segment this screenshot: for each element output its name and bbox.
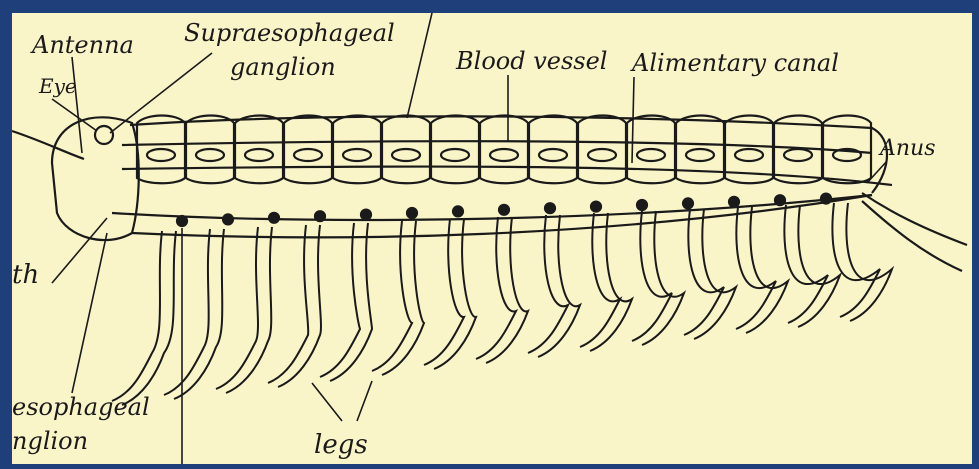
label-legs: legs (314, 430, 368, 460)
gut-segment (147, 149, 175, 161)
gut-segment (588, 149, 616, 161)
antenna-line (12, 131, 84, 159)
label-ganglion-lower: nglion (12, 427, 88, 455)
leg (320, 223, 360, 377)
leg (580, 213, 620, 347)
pointer-antenna (72, 57, 82, 153)
leg (372, 221, 412, 371)
gut-segment (245, 149, 273, 161)
leg (832, 203, 880, 317)
ganglion-dot (177, 216, 187, 226)
label-ganglion-upper: ganglion (230, 53, 336, 81)
centipede-body (12, 116, 967, 272)
label-supraesophageal: Supraesophageal (184, 19, 395, 47)
leg-outline (122, 231, 176, 405)
gut-segment (686, 149, 714, 161)
leg-outline (746, 207, 788, 333)
gut-segment (735, 149, 763, 161)
gut-segment (637, 149, 665, 161)
pointer-legs-right (357, 381, 372, 421)
leg-outline (330, 223, 372, 381)
leg-outline (226, 227, 272, 393)
gut-segment (294, 149, 322, 161)
label-anus: Anus (878, 136, 936, 161)
label-pointer-lines (52, 13, 887, 464)
gut-segment (539, 149, 567, 161)
label-eye: Eye (38, 74, 77, 98)
leg (736, 207, 776, 329)
ganglion-dot (315, 211, 325, 221)
gut-segment (784, 149, 812, 161)
ganglion-dot (223, 214, 233, 224)
gut-segment (392, 149, 420, 161)
gut-segment (343, 149, 371, 161)
ganglion-dot (407, 208, 417, 218)
gut-segment (196, 149, 224, 161)
pointer-top (407, 13, 432, 118)
pointer-subesophageal (72, 233, 107, 393)
leg-outline (278, 225, 321, 387)
body-bottom-outline (132, 195, 872, 237)
ganglion-dot (269, 213, 279, 223)
ganglion-dot (545, 203, 555, 213)
leg-outline (798, 205, 840, 327)
leg (424, 219, 464, 365)
label-blood-vessel: Blood vessel (455, 47, 607, 75)
pointer-eye (52, 99, 97, 131)
ganglion-dot (453, 206, 463, 216)
ganglion-dot (775, 195, 785, 205)
ganglion-dot (591, 202, 601, 212)
label-subesophageal: esophageal (12, 393, 150, 421)
tail-filament-upper (862, 193, 967, 245)
gut-segment (490, 149, 518, 161)
leg (684, 209, 724, 335)
ganglion-dot (637, 200, 647, 210)
gut-segment (441, 149, 469, 161)
label-antenna: Antenna (30, 31, 134, 59)
ganglion-dot (499, 205, 509, 215)
label-mouth: th (12, 260, 39, 290)
centipede-diagram: Antenna Eye Supraesophageal ganglion Blo… (12, 13, 972, 464)
ganglion-dot (683, 198, 693, 208)
pointer-legs-left (312, 383, 342, 421)
eye-mark (95, 126, 113, 144)
ganglion-dot (729, 197, 739, 207)
pointer-alimentary-canal (632, 77, 634, 163)
ganglion-dot (361, 210, 371, 220)
leg (632, 211, 672, 341)
leg-outline (694, 209, 736, 339)
ganglion-dot (821, 194, 831, 204)
leg (784, 205, 828, 323)
leg (268, 225, 308, 383)
leg-outline (486, 217, 528, 363)
diagram-paper: Antenna Eye Supraesophageal ganglion Blo… (12, 13, 972, 464)
leg (164, 229, 210, 395)
leg-outline (434, 219, 476, 369)
leg-outline (642, 211, 684, 345)
label-alimentary-canal: Alimentary canal (630, 49, 839, 77)
